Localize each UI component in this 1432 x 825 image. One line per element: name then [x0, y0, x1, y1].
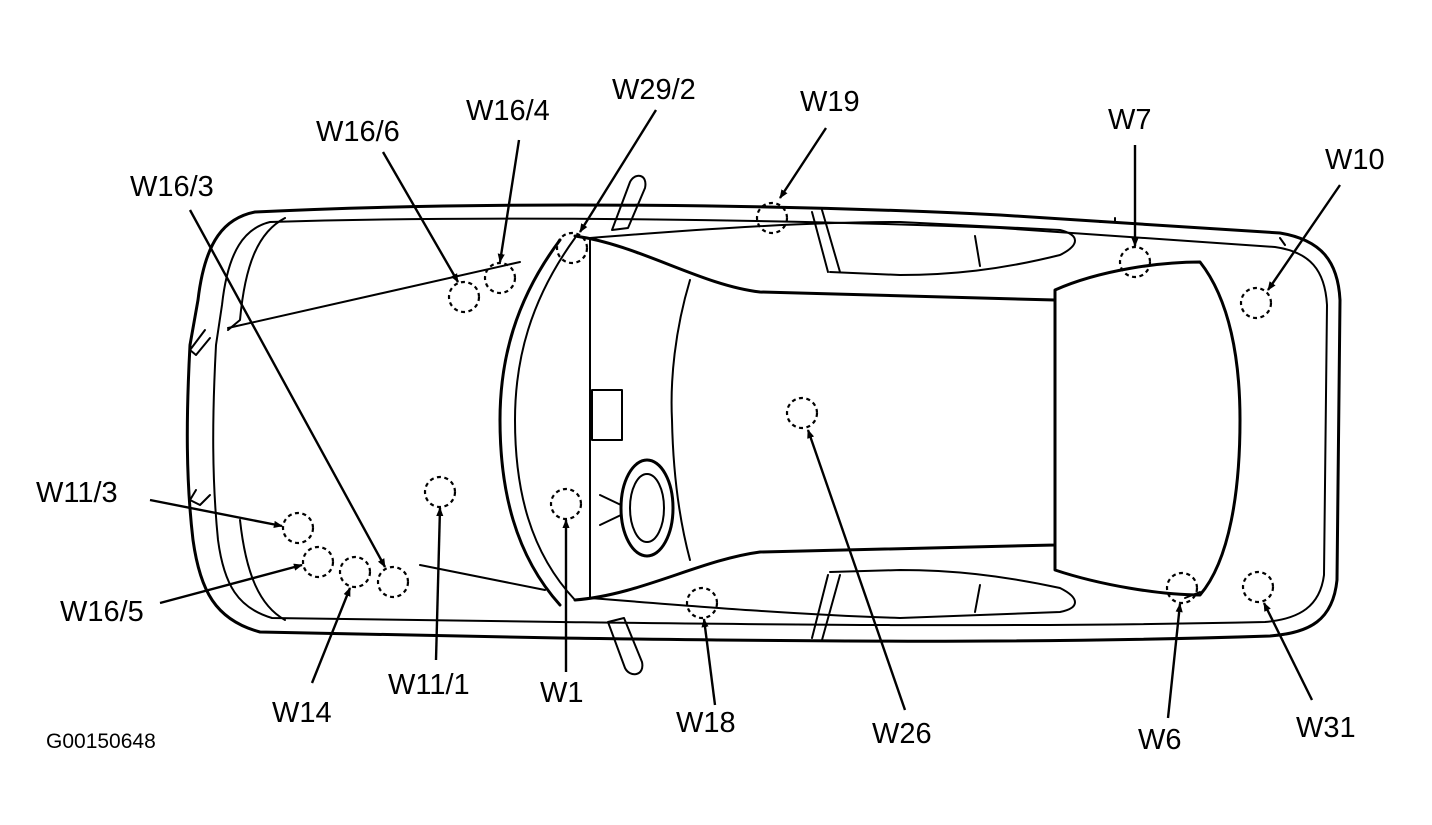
- label-w29-2: W29/2: [612, 74, 696, 106]
- front-corner-left: [189, 329, 211, 356]
- ground-point-w11-1: [423, 475, 457, 509]
- ground-points: [281, 201, 1275, 620]
- hood-lower-edge: [419, 564, 546, 591]
- lower-side-window: [589, 569, 1076, 619]
- leader-w31: [1262, 602, 1314, 701]
- label-w14: W14: [272, 697, 332, 729]
- leader-w11-3: [149, 498, 283, 528]
- ground-point-w6: [1165, 571, 1199, 605]
- ground-point-w16-4: [483, 261, 517, 295]
- leader-w16-4: [497, 139, 521, 263]
- label-w16-3: W16/3: [130, 171, 214, 203]
- lower-door-line-3: [974, 584, 981, 613]
- ground-point-w10: [1239, 286, 1273, 320]
- label-w10: W10: [1325, 144, 1385, 176]
- leader-w11-1: [434, 507, 444, 661]
- label-w1: W1: [540, 677, 584, 709]
- ground-point-w16-6: [447, 280, 481, 314]
- ground-point-w26: [785, 396, 819, 430]
- leader-w10: [1267, 184, 1341, 291]
- leader-w18: [701, 618, 717, 706]
- ground-point-w31: [1241, 570, 1275, 604]
- label-w16-4: W16/4: [466, 95, 550, 127]
- ground-point-w14: [338, 555, 372, 589]
- ground-point-w16-5: [301, 545, 335, 579]
- steering-wheel: [619, 458, 675, 558]
- leader-w16-6: [381, 151, 460, 283]
- label-w19: W19: [800, 86, 860, 118]
- dash-vent: [591, 389, 623, 441]
- rear-detail-top: [1099, 217, 1286, 246]
- label-w16-6: W16/6: [316, 116, 400, 148]
- right-mirror: [607, 617, 644, 676]
- front-corner-right: [189, 489, 211, 506]
- leader-w19: [778, 127, 828, 199]
- label-w16-5: W16/5: [60, 596, 144, 628]
- front-bumper-top: [227, 217, 286, 331]
- rear-detail-bottom: [1184, 591, 1201, 599]
- roof-outline: [573, 234, 1057, 602]
- ground-point-w19: [755, 201, 789, 235]
- windshield-inner: [514, 237, 576, 601]
- windshield-outer: [498, 238, 562, 607]
- label-w31: W31: [1296, 712, 1356, 744]
- upper-door-line-2: [821, 209, 841, 273]
- label-w18: W18: [676, 707, 736, 739]
- leader-w16-3: [188, 209, 387, 568]
- callout-labels: W16/6 W16/4 W29/2 W19 W7 W10 W16/3 W11/3…: [36, 74, 1385, 756]
- label-w6: W6: [1138, 724, 1182, 756]
- vehicle-outline: [185, 174, 1342, 676]
- vehicle-body-outer: [185, 203, 1342, 643]
- leader-lines: [149, 109, 1341, 719]
- ground-point-w29-2: [555, 231, 589, 265]
- vehicle-body-inner: [212, 217, 1328, 627]
- label-w7: W7: [1108, 104, 1152, 136]
- upper-door-line-3: [974, 235, 981, 267]
- front-bumper-bottom: [239, 519, 286, 621]
- upper-side-window: [589, 221, 1076, 276]
- roof-front-edge: [670, 279, 691, 561]
- lower-door-line-2: [821, 574, 841, 641]
- label-w11-3: W11/3: [36, 477, 118, 509]
- ground-point-w11-3: [281, 511, 315, 545]
- leader-w16-5: [159, 563, 303, 605]
- leader-w6: [1166, 603, 1183, 719]
- leader-w26: [806, 429, 907, 711]
- label-w11-1: W11/1: [388, 669, 470, 701]
- left-mirror: [611, 174, 647, 231]
- ground-point-w18: [685, 586, 719, 620]
- steering-wheel-inner: [629, 473, 665, 543]
- steering-column: [599, 494, 622, 526]
- ground-point-w7: [1118, 245, 1152, 279]
- leader-w29-2: [578, 109, 658, 233]
- upper-door-line-1: [811, 211, 829, 273]
- leader-w14: [310, 587, 352, 684]
- lower-door-line-1: [811, 574, 829, 639]
- figure-code: G00150648: [46, 730, 156, 753]
- rear-window: [1053, 260, 1242, 597]
- hood-crease: [227, 261, 521, 329]
- ground-point-w1: [549, 487, 583, 521]
- ground-point-w16-3: [376, 565, 410, 599]
- label-w26: W26: [872, 718, 932, 750]
